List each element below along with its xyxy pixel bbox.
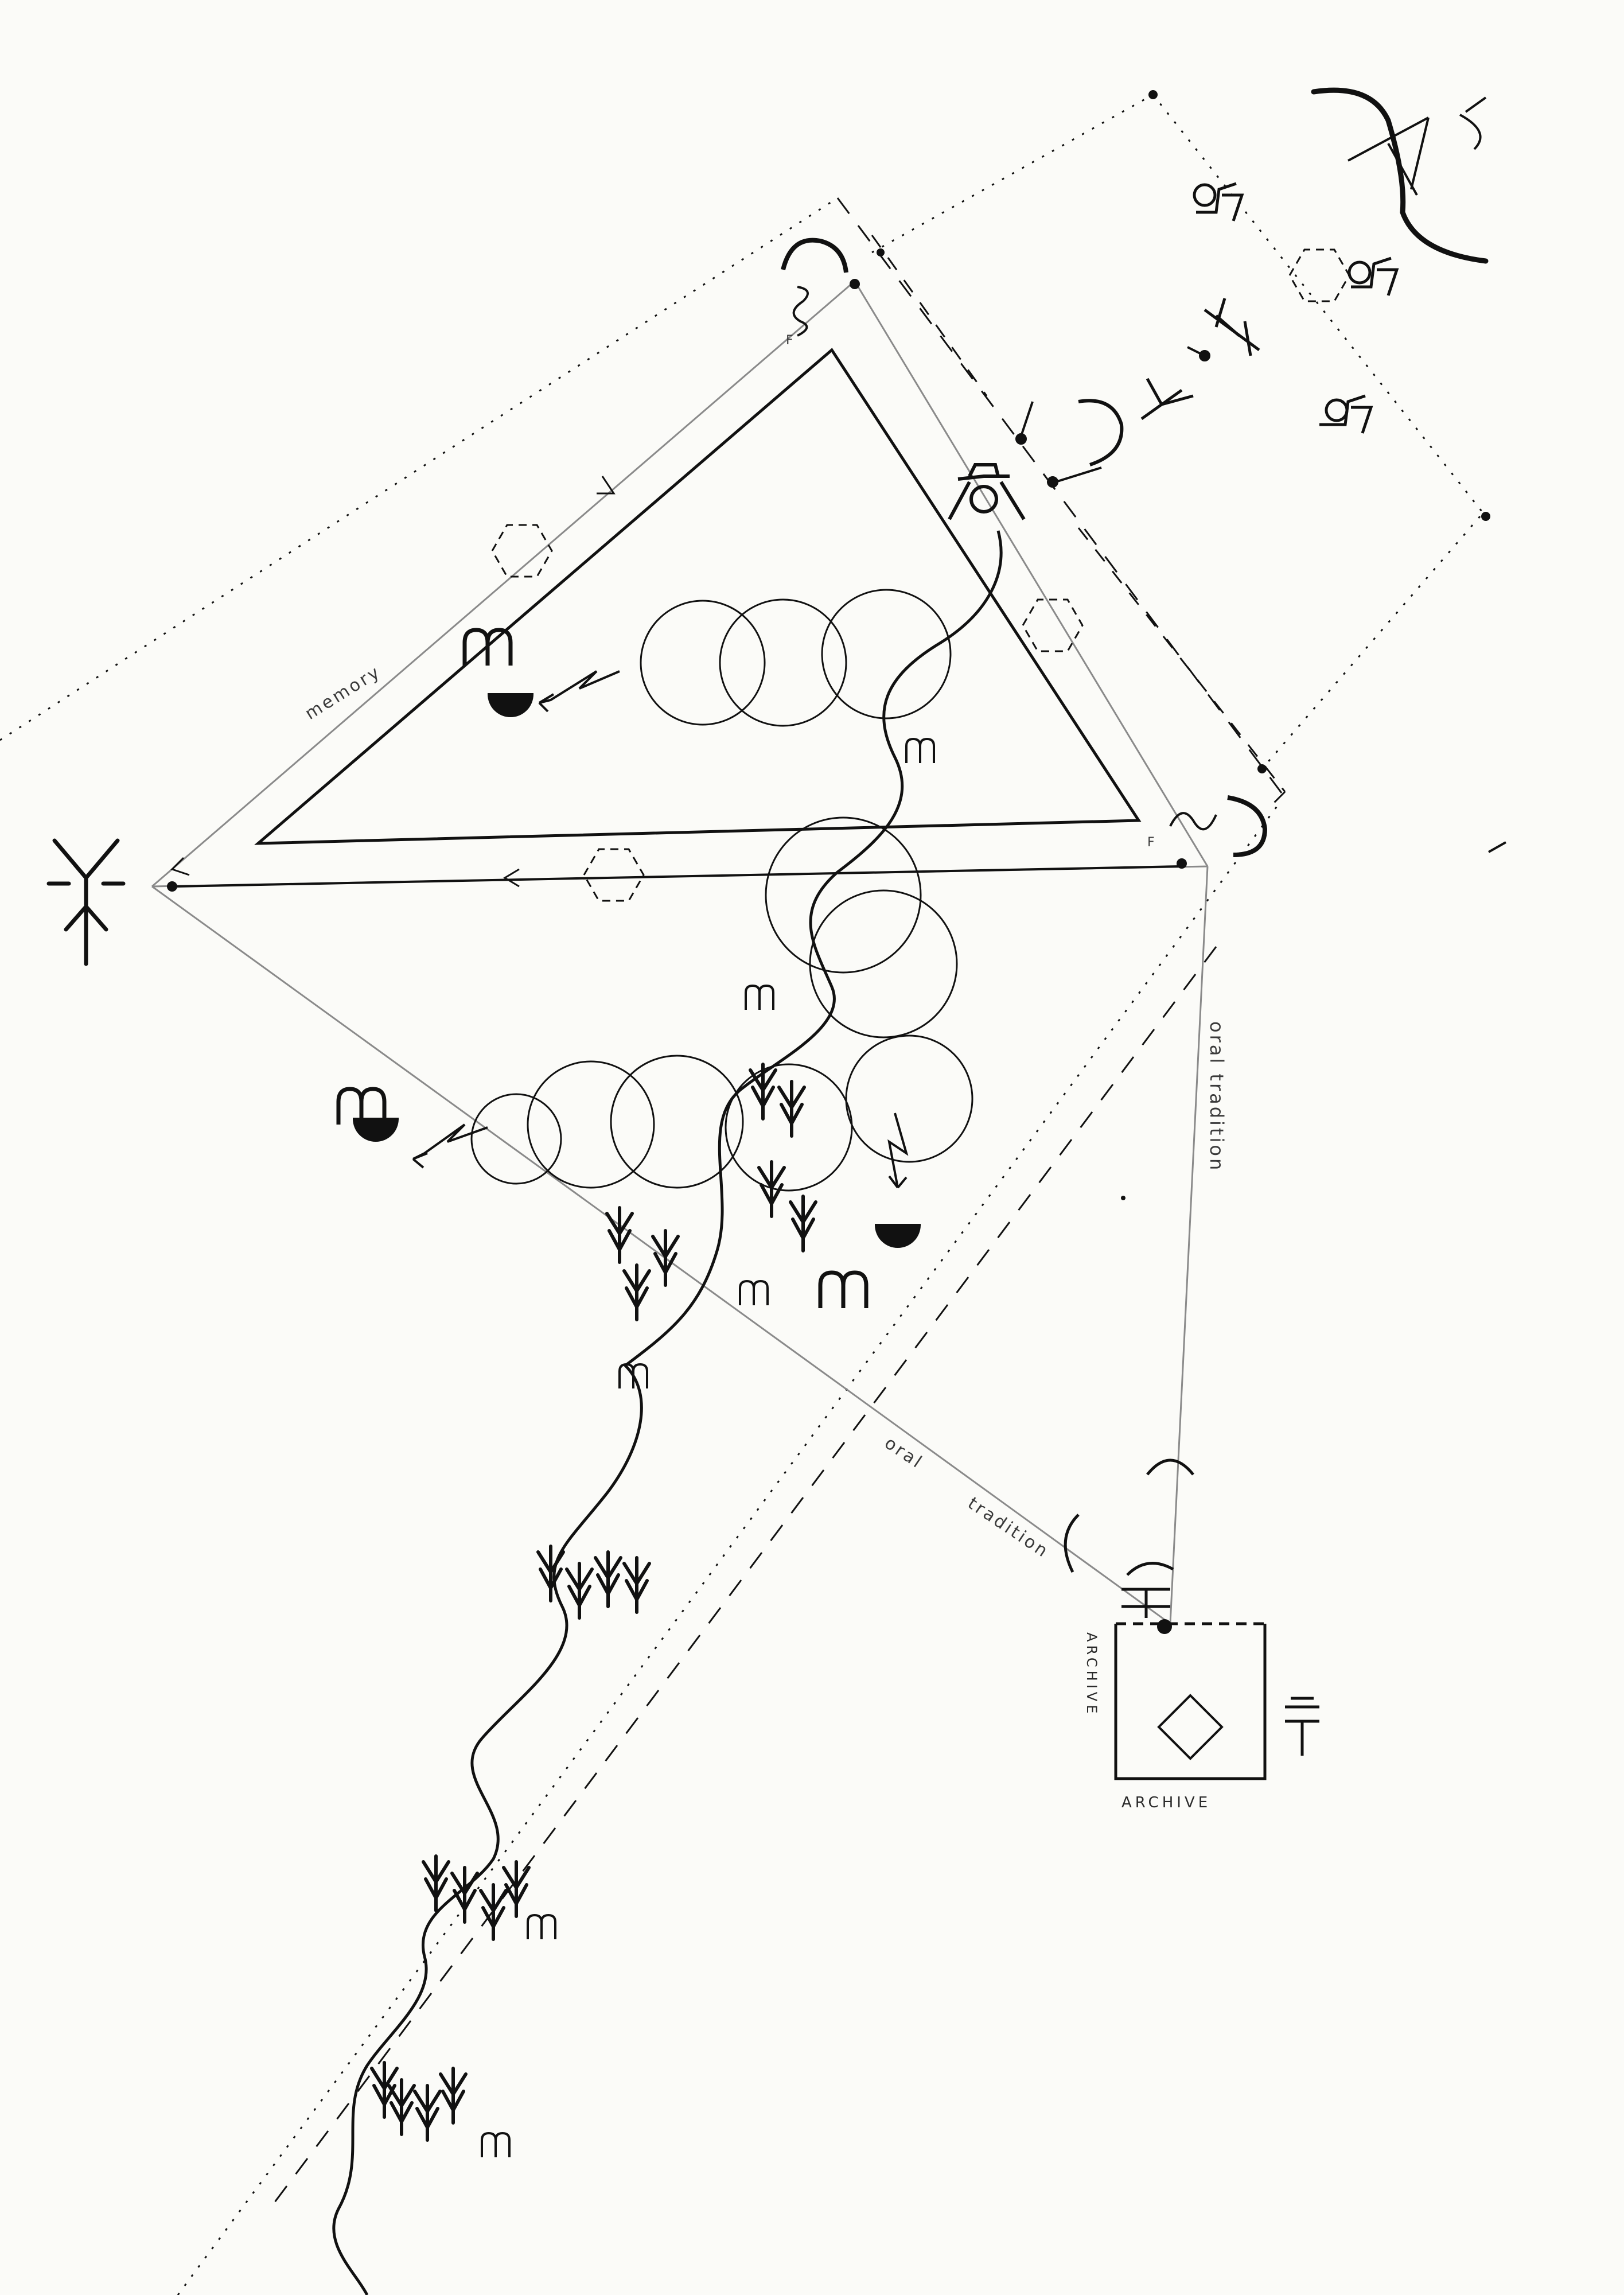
zigzag-arrows xyxy=(412,670,909,1189)
oral-tradition-right-label: oral tradition xyxy=(1206,1021,1228,1172)
arc-icon xyxy=(1078,399,1124,466)
circle-chain-upper xyxy=(640,589,952,727)
winding-path xyxy=(332,530,1003,2295)
memory-label: memory xyxy=(302,662,385,724)
edge-arrows xyxy=(170,476,1182,888)
spring-icon-right xyxy=(1169,812,1217,831)
dotted-frame xyxy=(0,94,1487,2295)
antenna-icon xyxy=(1140,298,1260,421)
half-moon-icon xyxy=(352,693,922,1249)
archive-bottom-label: ARCHIVE xyxy=(1121,1794,1211,1811)
hexagon-icon xyxy=(491,248,1350,902)
dashed-box xyxy=(871,235,1286,810)
archive-vertical-label: ARCHIVE xyxy=(1084,1632,1100,1717)
stray-mark xyxy=(1488,841,1506,853)
fork-root-glyph xyxy=(46,838,126,966)
vertex-dots xyxy=(167,90,1490,1634)
archive-box xyxy=(1114,1622,1267,1780)
circle-chain-middle xyxy=(765,816,973,1163)
diamond-icon xyxy=(1157,1694,1224,1760)
spring-icon xyxy=(792,286,809,337)
right-arc-icon xyxy=(1227,795,1268,857)
ink-triangle xyxy=(254,348,1142,845)
pin-markers xyxy=(1015,346,1210,488)
archive-symbols xyxy=(1064,1458,1319,1756)
f-top-label: F xyxy=(786,333,796,348)
bell-person-icon xyxy=(948,463,1026,520)
dashed-connectors xyxy=(268,197,1286,2210)
tent-mark xyxy=(1348,96,1487,196)
oral-tradition-lower-label-1: oral xyxy=(881,1433,927,1473)
stray-dot xyxy=(1121,1196,1125,1200)
circle-chain-lower xyxy=(470,1055,853,1192)
tree-sprout-icon xyxy=(372,1064,816,2140)
f-right-label: F xyxy=(1147,835,1157,850)
large-m-glyphs xyxy=(338,630,866,1308)
seated-figure-icon xyxy=(1193,182,1399,434)
top-arc-icon xyxy=(781,238,848,273)
small-m-glyphs xyxy=(481,738,935,2158)
wave-mark xyxy=(1311,87,1489,264)
oral-tradition-lower-label-2: tradition xyxy=(964,1493,1053,1562)
